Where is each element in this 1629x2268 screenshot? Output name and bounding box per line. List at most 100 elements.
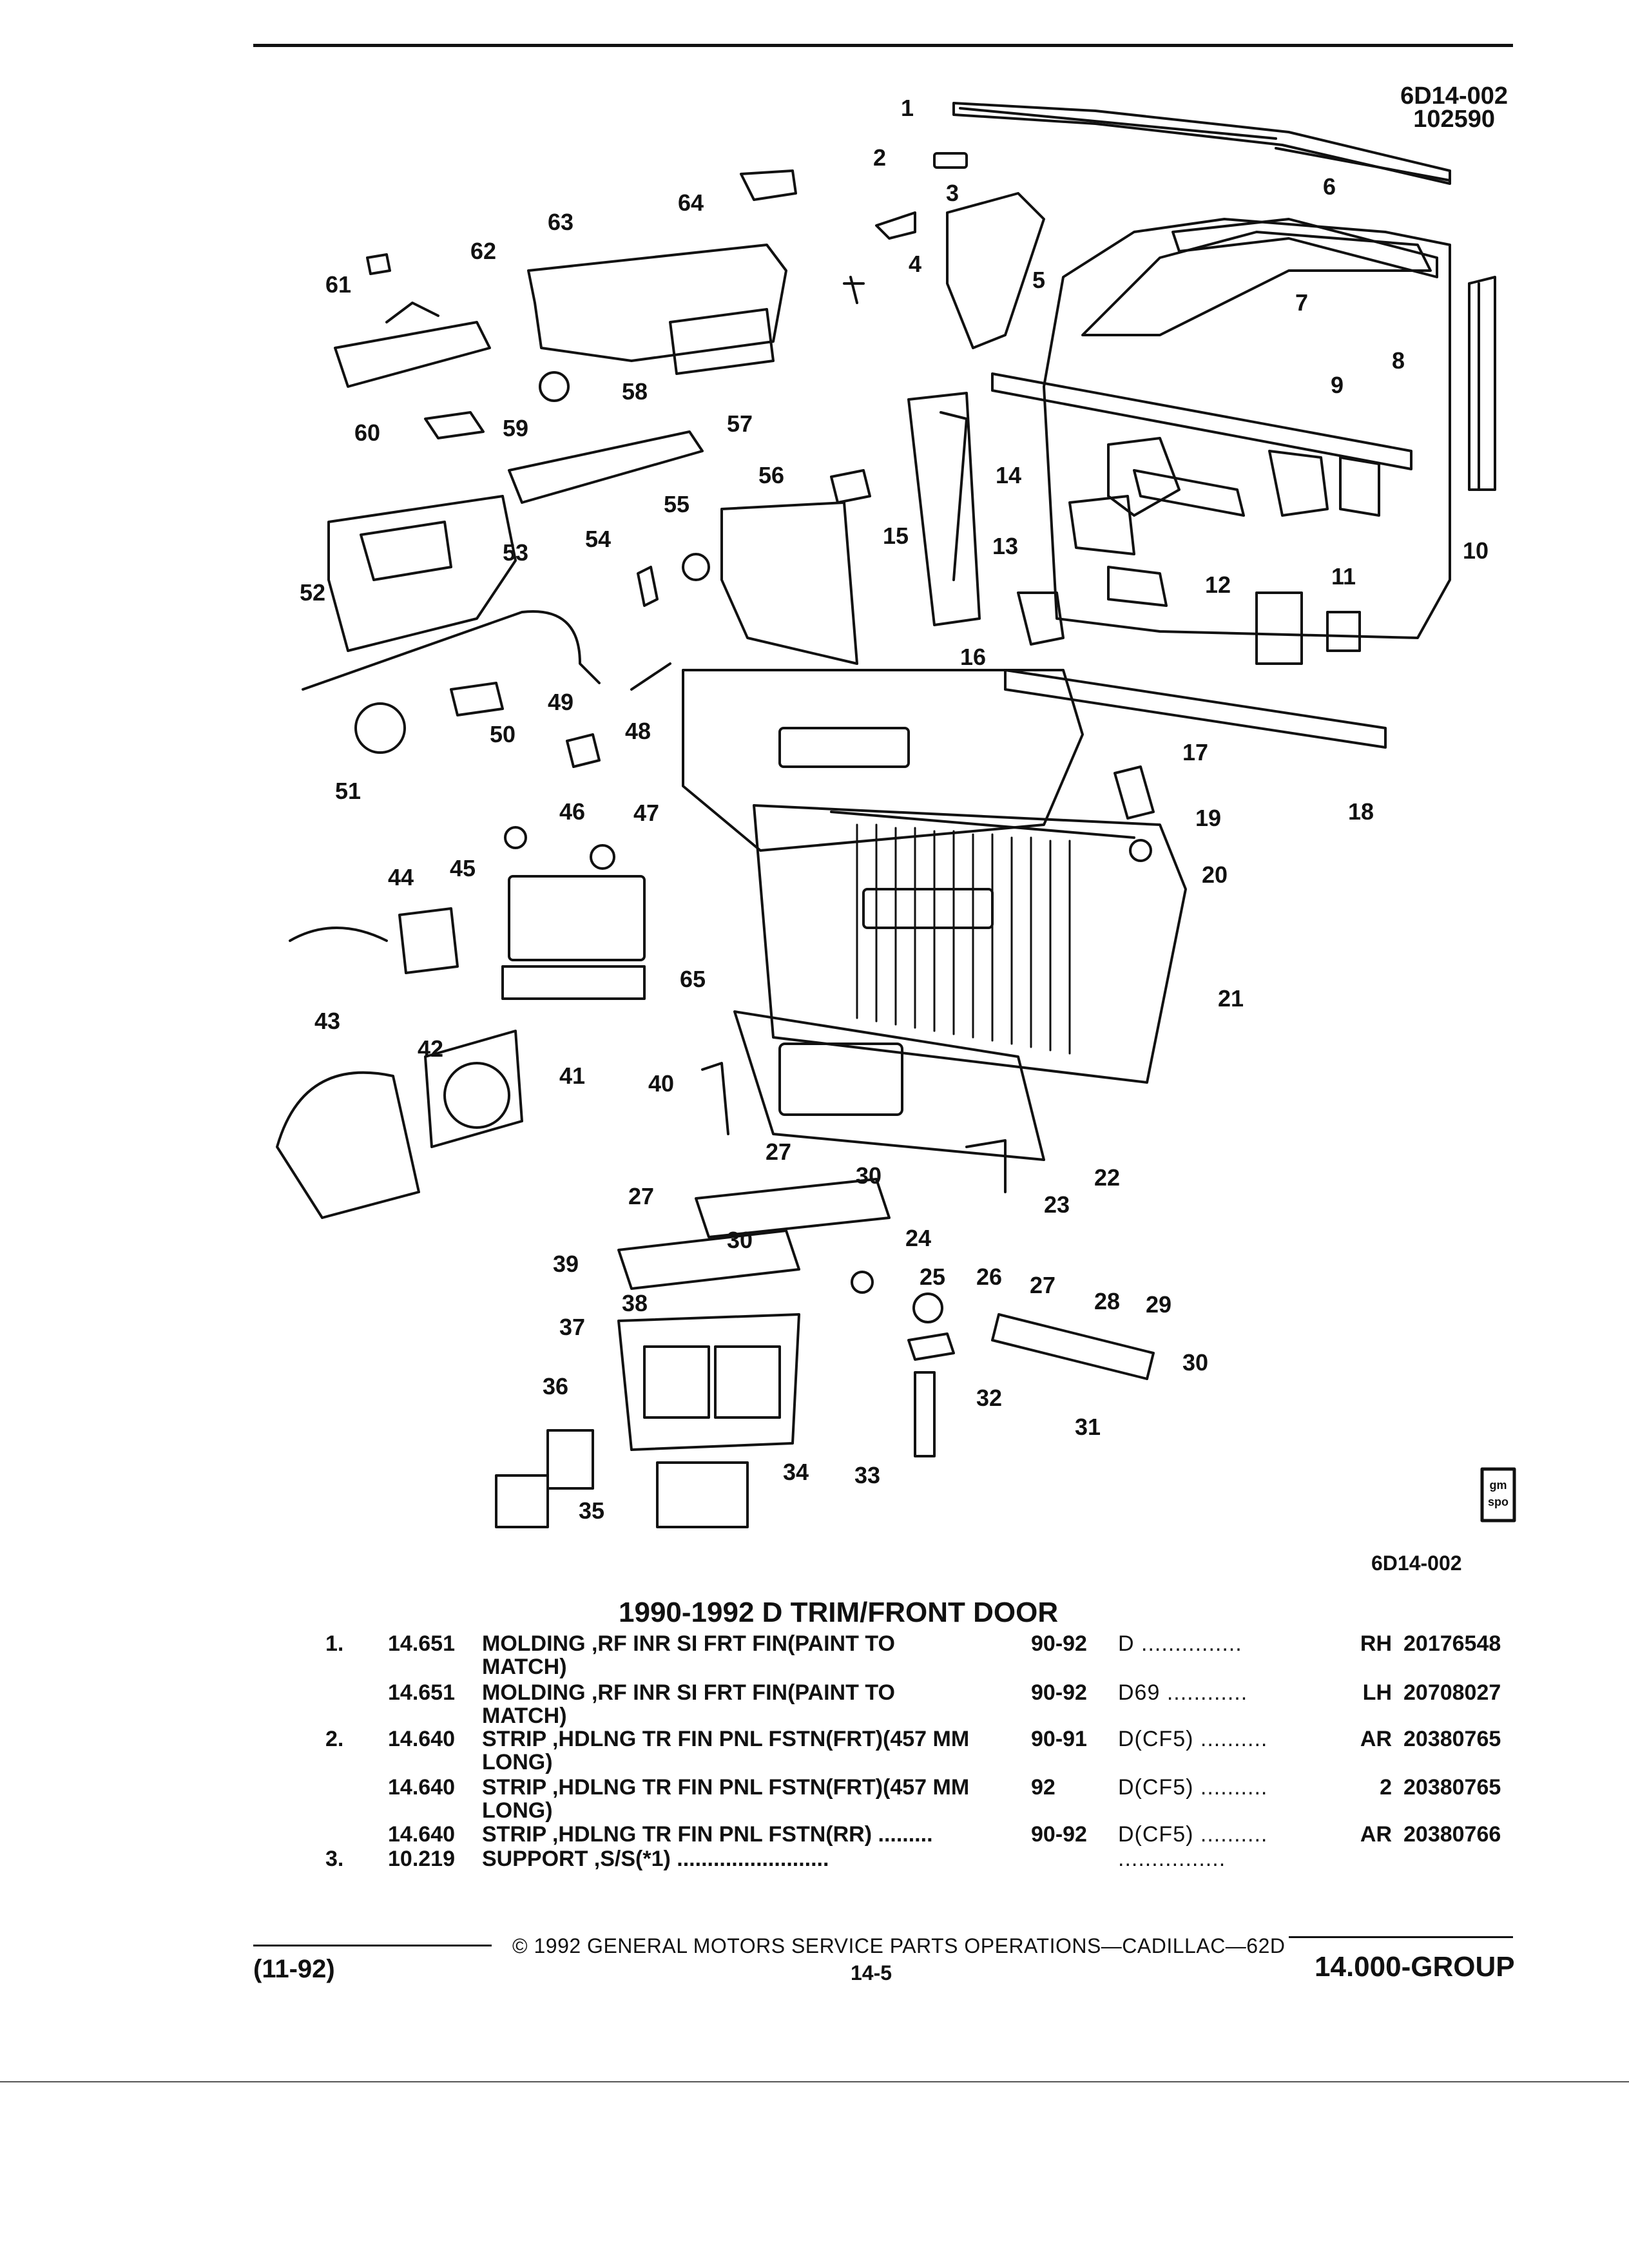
callout-23: 23 <box>1043 1191 1070 1218</box>
callout-42: 42 <box>417 1035 444 1062</box>
parts-qty: AR <box>1360 1727 1392 1751</box>
callout-24: 24 <box>905 1225 932 1251</box>
callout-41: 41 <box>559 1062 586 1089</box>
callout-65: 65 <box>679 966 706 992</box>
callout-2: 2 <box>872 144 887 171</box>
parts-item: 1. <box>325 1631 344 1656</box>
callout-62: 62 <box>470 238 497 264</box>
parts-desc: STRIP ,HDLNG TR FIN PNL FSTN(RR) .......… <box>482 1822 933 1847</box>
callout-10: 10 <box>1462 537 1489 564</box>
figure-code: 6D14-002 <box>1400 82 1508 110</box>
callout-8: 8 <box>1391 347 1405 374</box>
callout-15: 15 <box>882 523 909 549</box>
top-rule <box>253 44 1513 47</box>
callout-25: 25 <box>919 1264 946 1290</box>
callout-46: 46 <box>559 798 586 825</box>
callout-30: 30 <box>1182 1349 1209 1376</box>
parts-style: D(CF5) .......... <box>1118 1727 1268 1751</box>
callout-43: 43 <box>314 1008 341 1034</box>
callout-38: 38 <box>621 1290 648 1316</box>
parts-years: 90-92 <box>1031 1680 1087 1705</box>
callout-30: 30 <box>726 1227 753 1253</box>
callout-27: 27 <box>1029 1272 1056 1298</box>
parts-style: ................ <box>1118 1847 1226 1871</box>
parts-desc: SUPPORT ,S/S(*1) .......................… <box>482 1847 829 1871</box>
copyright: © 1992 GENERAL MOTORS SERVICE PARTS OPER… <box>512 1934 1286 1957</box>
callout-17: 17 <box>1182 739 1209 765</box>
parts-item: 3. <box>325 1847 344 1871</box>
callout-1: 1 <box>900 95 914 121</box>
revision-date: (11-92) <box>253 1955 335 1983</box>
parts-part: 20176548 <box>1403 1631 1501 1656</box>
callout-61: 61 <box>325 271 352 298</box>
callout-5: 5 <box>1032 267 1046 293</box>
callout-20: 20 <box>1201 861 1228 888</box>
parts-desc-continued: LONG) <box>482 1798 553 1823</box>
callout-45: 45 <box>449 855 476 881</box>
callout-22: 22 <box>1094 1164 1121 1191</box>
callout-56: 56 <box>758 462 785 488</box>
parts-desc-continued: LONG) <box>482 1750 553 1774</box>
callout-53: 53 <box>502 539 529 566</box>
callout-3: 3 <box>945 180 959 206</box>
callout-12: 12 <box>1204 572 1231 598</box>
footer-rule-left <box>253 1945 492 1946</box>
parts-style: D ............... <box>1118 1631 1242 1656</box>
parts-qty: 2 <box>1380 1775 1392 1800</box>
parts-part: 20380765 <box>1403 1727 1501 1751</box>
callout-4: 4 <box>908 251 922 277</box>
callout-48: 48 <box>624 718 651 744</box>
callout-32: 32 <box>976 1385 1003 1411</box>
callout-33: 33 <box>854 1462 881 1488</box>
callout-31: 31 <box>1074 1414 1101 1440</box>
parts-years: 90-91 <box>1031 1727 1087 1751</box>
callout-52: 52 <box>299 579 326 606</box>
callout-51: 51 <box>334 778 361 804</box>
parts-desc: MOLDING ,RF INR SI FRT FIN(PAINT TO <box>482 1631 895 1656</box>
parts-group: 14.651 <box>388 1680 455 1705</box>
parts-qty: LH <box>1362 1680 1392 1705</box>
parts-years: 92 <box>1031 1775 1055 1800</box>
parts-desc-continued: MATCH) <box>482 1704 567 1728</box>
callout-40: 40 <box>648 1070 675 1097</box>
callout-39: 39 <box>552 1251 579 1277</box>
parts-part: 20380766 <box>1403 1822 1501 1847</box>
parts-qty: AR <box>1360 1822 1392 1847</box>
callout-50: 50 <box>489 721 516 747</box>
parts-style: D(CF5) .......... <box>1118 1822 1268 1847</box>
exploded-parts-diagram <box>276 102 1516 1528</box>
parts-group: 14.651 <box>388 1631 455 1656</box>
group-label: 14.000-GROUP <box>1315 1951 1515 1983</box>
callout-30: 30 <box>855 1162 882 1189</box>
callout-13: 13 <box>992 533 1019 559</box>
parts-desc: MOLDING ,RF INR SI FRT FIN(PAINT TO <box>482 1680 895 1705</box>
callout-6: 6 <box>1322 173 1336 200</box>
callout-57: 57 <box>726 410 753 437</box>
parts-years: 90-92 <box>1031 1631 1087 1656</box>
callout-63: 63 <box>547 209 574 235</box>
callout-54: 54 <box>584 526 612 552</box>
parts-group: 10.219 <box>388 1847 455 1871</box>
parts-group: 14.640 <box>388 1822 455 1847</box>
callout-64: 64 <box>677 189 704 216</box>
parts-part: 20708027 <box>1403 1680 1501 1705</box>
footer-rule-right <box>1289 1936 1513 1938</box>
parts-list-title: 1990-1992 D TRIM/FRONT DOOR <box>619 1597 1059 1628</box>
parts-years: 90-92 <box>1031 1822 1087 1847</box>
parts-desc-continued: MATCH) <box>482 1655 567 1679</box>
parts-group: 14.640 <box>388 1775 455 1800</box>
callout-27: 27 <box>765 1139 792 1165</box>
diagram-corner-code: 6D14-002 <box>1371 1552 1462 1575</box>
bottom-rule <box>0 2081 1629 2082</box>
callout-19: 19 <box>1195 805 1222 831</box>
figure-number: 102590 <box>1413 106 1495 133</box>
callout-21: 21 <box>1217 985 1244 1012</box>
parts-group: 14.640 <box>388 1727 455 1751</box>
callout-58: 58 <box>621 378 648 405</box>
parts-part: 20380765 <box>1403 1775 1501 1800</box>
callout-29: 29 <box>1145 1291 1172 1318</box>
callout-49: 49 <box>547 689 574 715</box>
callout-55: 55 <box>663 491 690 517</box>
callout-44: 44 <box>387 864 414 890</box>
parts-desc: STRIP ,HDLNG TR FIN PNL FSTN(FRT)(457 MM <box>482 1775 970 1800</box>
